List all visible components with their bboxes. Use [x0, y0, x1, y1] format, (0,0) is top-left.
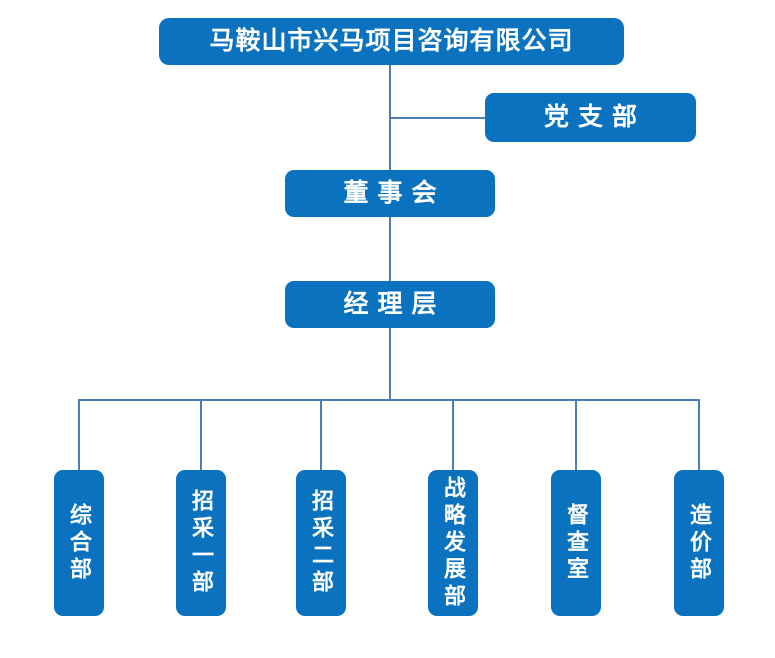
connector-company-to-party [389, 117, 486, 119]
connector-drop-dept-6 [698, 399, 700, 471]
connector-board-to-management [389, 217, 391, 282]
connector-drop-dept-5 [575, 399, 577, 471]
connector-drop-dept-4 [452, 399, 454, 471]
node-department-strategic-development[interactable]: 战略发展部 [428, 470, 478, 616]
node-department-procurement-1[interactable]: 招采一部 [176, 470, 226, 616]
node-management-level-label: 经理层 [343, 289, 446, 318]
node-department-label: 督查室 [564, 502, 589, 584]
node-department-label: 造价部 [687, 502, 712, 584]
node-department-supervision-office[interactable]: 督查室 [551, 470, 601, 616]
node-department-cost[interactable]: 造价部 [674, 470, 724, 616]
node-department-label: 招采二部 [309, 489, 334, 597]
connector-drop-dept-2 [200, 399, 202, 471]
connector-management-to-bus [389, 328, 391, 400]
node-company-label: 马鞍山市兴马项目咨询有限公司 [209, 26, 574, 55]
node-board-of-directors-label: 董事会 [343, 178, 446, 207]
node-department-general-affairs[interactable]: 综合部 [54, 470, 104, 616]
node-department-procurement-2[interactable]: 招采二部 [296, 470, 346, 616]
node-department-label: 战略发展部 [441, 475, 466, 611]
node-management-level[interactable]: 经理层 [285, 281, 495, 328]
node-department-label: 招采一部 [189, 489, 214, 597]
connector-drop-dept-3 [320, 399, 322, 471]
node-party-branch-label: 党支部 [543, 102, 646, 131]
node-department-label: 综合部 [67, 502, 92, 584]
node-board-of-directors[interactable]: 董事会 [285, 170, 495, 217]
node-company[interactable]: 马鞍山市兴马项目咨询有限公司 [159, 18, 624, 65]
node-party-branch[interactable]: 党支部 [485, 93, 696, 142]
connector-drop-dept-1 [78, 399, 80, 471]
connector-department-bus [78, 399, 700, 401]
